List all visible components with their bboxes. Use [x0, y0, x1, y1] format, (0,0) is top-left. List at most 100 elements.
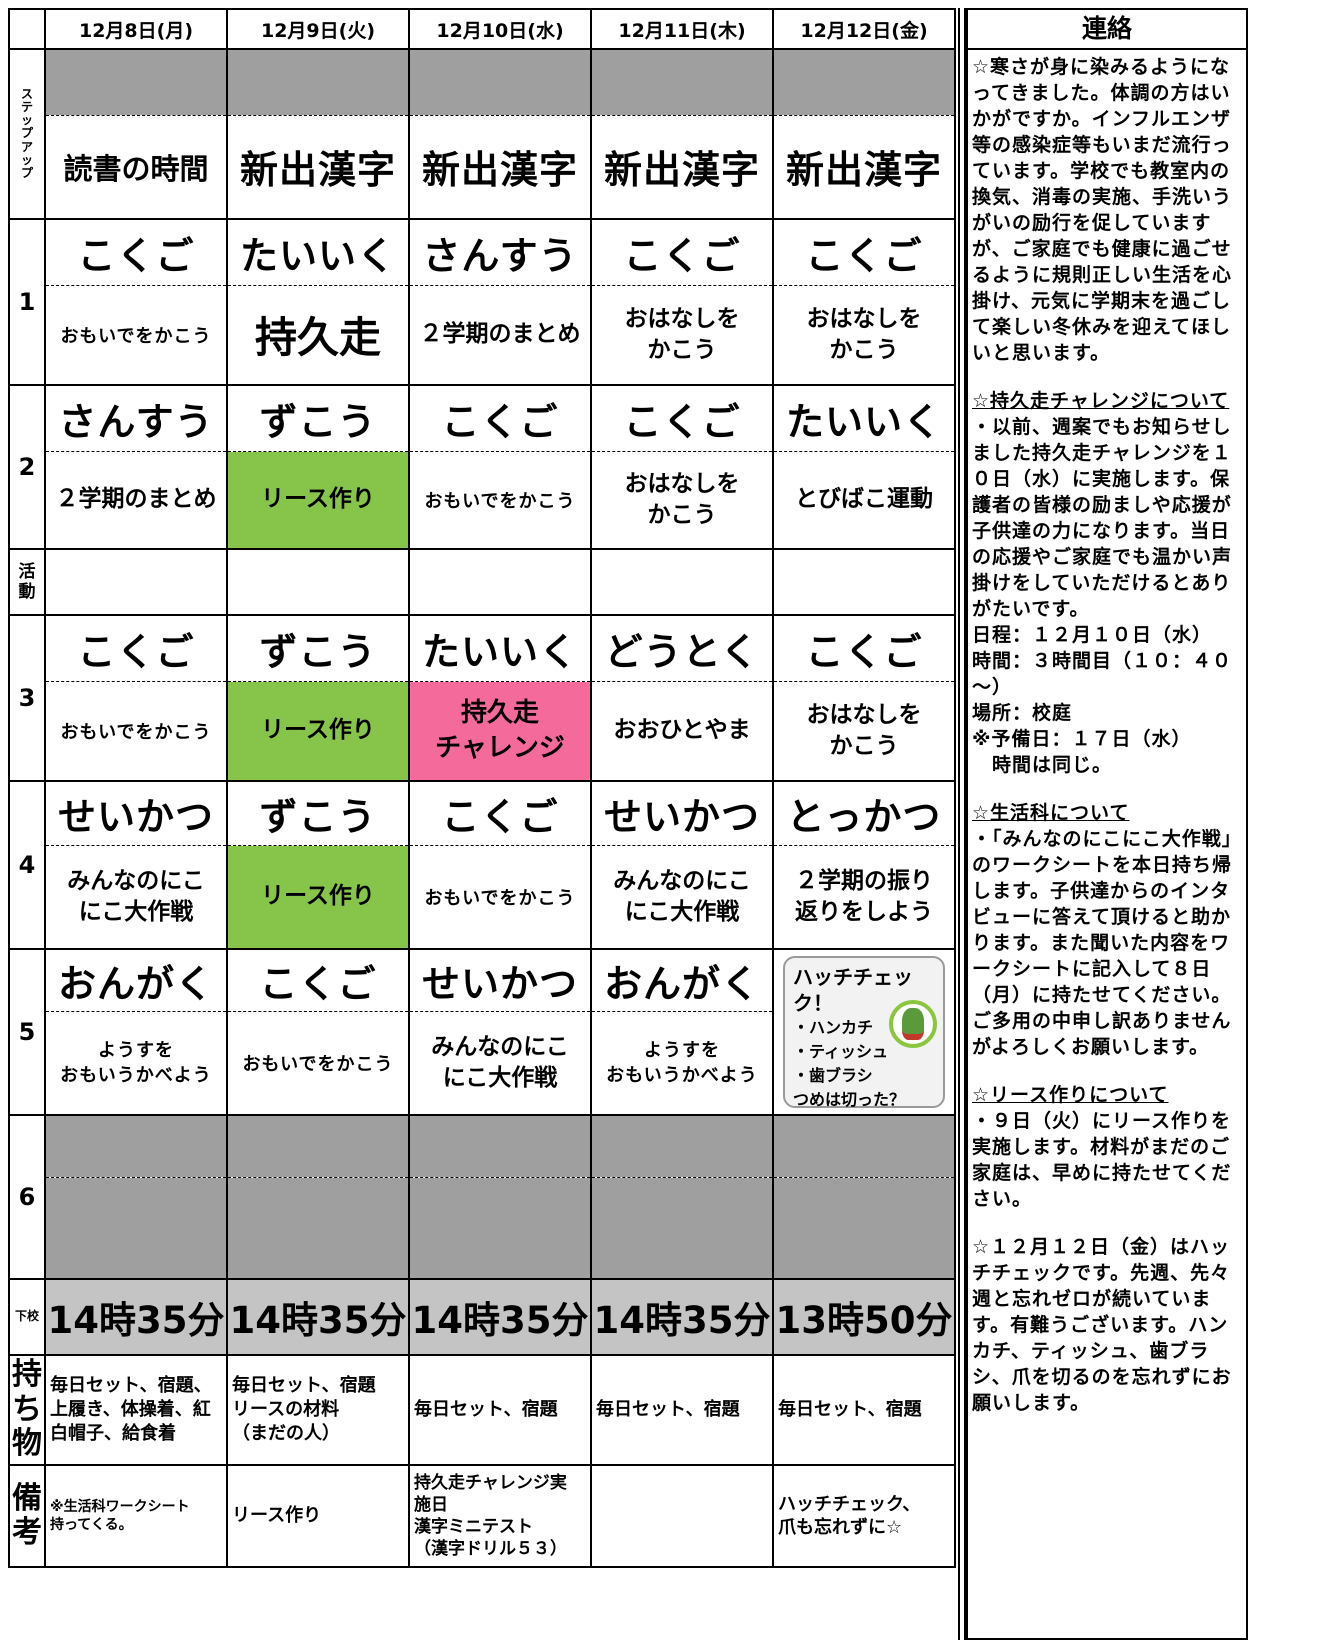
- items-tue: 毎日セット、宿題 リースの材料 （まだの人）: [226, 1354, 410, 1466]
- p6-gray-mon: [44, 1114, 228, 1178]
- items-thu: 毎日セット、宿題: [590, 1354, 774, 1466]
- activity-wed: [408, 548, 592, 616]
- row-label-period-6: 6: [8, 1114, 46, 1280]
- p2-subject-fri: たいいく: [772, 384, 956, 452]
- contact-body: ☆寒さが身に染みるようになってきました。体調の方はいかがですか。インフルエンザ等…: [968, 50, 1246, 1420]
- contact-panel: 連絡 ☆寒さが身に染みるようになってきました。体調の方はいかがですか。インフルエ…: [966, 8, 1248, 1640]
- p5-content-wed: みんなのにこ にこ大作戦: [408, 1010, 592, 1116]
- p5-content-tue: おもいでをかこう: [226, 1010, 410, 1116]
- p1-subject-wed: さんすう: [408, 218, 592, 286]
- p1-content-fri: おはなしを かこう: [772, 284, 956, 386]
- step-up-gray-fri: [772, 48, 956, 116]
- p6-gray-tue-2: [226, 1176, 410, 1280]
- p4-subject-wed: こくご: [408, 780, 592, 846]
- contact-section-title: ☆リース作りについて: [972, 1084, 1169, 1106]
- p2-content-mon: ２学期のまとめ: [44, 450, 228, 550]
- hatch-check-line: ・ティッシュ: [793, 1042, 889, 1061]
- row-label-period-5: 5: [8, 948, 46, 1116]
- p6-gray-thu: [590, 1114, 774, 1178]
- p1-subject-fri: こくご: [772, 218, 956, 286]
- corner-cell: [8, 8, 46, 50]
- row-label-period-4: 4: [8, 780, 46, 950]
- row-label-dismissal: 下校: [8, 1278, 46, 1356]
- p2-subject-wed: こくご: [408, 384, 592, 452]
- p3-content-thu: おおひとやま: [590, 680, 774, 782]
- p1-subject-thu: こくご: [590, 218, 774, 286]
- notes-tue: リース作り: [226, 1464, 410, 1568]
- p4-content-fri: ２学期の振り 返りをしよう: [772, 844, 956, 950]
- p6-gray-wed: [408, 1114, 592, 1178]
- contact-date: 日程：１２月１０日（水）: [972, 624, 1213, 646]
- hatch-check-card: ハッチチェック！ ・ハンカチ ・ティッシュ ・歯ブラシ つめは切った？: [783, 956, 945, 1109]
- dismissal-fri: 13時50分: [772, 1278, 956, 1356]
- row-label-items: 持ち物: [8, 1354, 46, 1466]
- p4-content-thu: みんなのにこ にこ大作戦: [590, 844, 774, 950]
- notes-mon: ※生活科ワークシート 持ってくる。: [44, 1464, 228, 1568]
- p3-subject-fri: こくご: [772, 614, 956, 682]
- p2-content-thu: おはなしを かこう: [590, 450, 774, 550]
- day-header-thu: 12月11日(木): [590, 8, 774, 50]
- contact-section-body: ・９日（火）にリース作りを実施します。材料がまだのご家庭は、早めに持たせてくださ…: [972, 1110, 1232, 1210]
- p6-gray-tue: [226, 1114, 410, 1178]
- double-divider: [958, 8, 966, 1640]
- p5-subject-wed: せいかつ: [408, 948, 592, 1012]
- p2-content-wed: おもいでをかこう: [408, 450, 592, 550]
- contact-reserve: ※予備日：１７日（水）: [972, 728, 1192, 750]
- p3-content-fri: おはなしを かこう: [772, 680, 956, 782]
- day-header-mon: 12月8日(月): [44, 8, 228, 50]
- activity-label-text: 活動: [18, 561, 36, 602]
- activity-thu: [590, 548, 774, 616]
- p2-content-fri: とびばこ運動: [772, 450, 956, 550]
- step-up-label-text: ステップアップ: [20, 86, 33, 180]
- activity-mon: [44, 548, 228, 616]
- hatch-check-line: ・ハンカチ: [793, 1018, 874, 1037]
- contact-section-body: ☆１２月１２日（金）はハッチチェックです。先週、先々週と忘れゼロが続いています。…: [972, 1236, 1232, 1414]
- p5-subject-tue: こくご: [226, 948, 410, 1012]
- row-label-activity: 活動: [8, 548, 46, 616]
- p6-gray-fri-2: [772, 1176, 956, 1280]
- p3-subject-mon: こくご: [44, 614, 228, 682]
- row-label-period-3: 3: [8, 614, 46, 782]
- contact-section-title: ☆生活科について: [972, 802, 1130, 824]
- p2-subject-thu: こくご: [590, 384, 774, 452]
- p6-gray-fri: [772, 1114, 956, 1178]
- p1-content-wed: ２学期のまとめ: [408, 284, 592, 386]
- p4-content-wed: おもいでをかこう: [408, 844, 592, 950]
- day-header-wed: 12月10日(水): [408, 8, 592, 50]
- p4-subject-mon: せいかつ: [44, 780, 228, 846]
- p6-gray-wed-2: [408, 1176, 592, 1280]
- notes-label-text: 備考: [12, 1480, 42, 1550]
- step-up-thu: 新出漢字: [590, 114, 774, 220]
- row-label-step-up: ステップアップ: [8, 48, 46, 220]
- p2-subject-tue: ずこう: [226, 384, 410, 452]
- p1-subject-mon: こくご: [44, 218, 228, 286]
- step-up-tue: 新出漢字: [226, 114, 410, 220]
- row-label-period-1: 1: [8, 218, 46, 386]
- contact-title: 連絡: [968, 10, 1246, 50]
- p4-subject-thu: せいかつ: [590, 780, 774, 846]
- p1-content-mon: おもいでをかこう: [44, 284, 228, 386]
- p3-content-mon: おもいでをかこう: [44, 680, 228, 782]
- contact-intro: ☆寒さが身に染みるようになってきました。体調の方はいかがですか。インフルエンザ等…: [972, 56, 1233, 364]
- p1-content-thu: おはなしを かこう: [590, 284, 774, 386]
- step-up-gray-mon: [44, 48, 228, 116]
- items-fri: 毎日セット、宿題: [772, 1354, 956, 1466]
- hatch-check-line: ・歯ブラシ: [793, 1066, 873, 1085]
- notes-fri: ハッチチェック、 爪も忘れずに☆: [772, 1464, 956, 1568]
- p6-gray-mon-2: [44, 1176, 228, 1280]
- p5-subject-mon: おんがく: [44, 948, 228, 1012]
- dismissal-tue: 14時35分: [226, 1278, 410, 1356]
- activity-tue: [226, 548, 410, 616]
- day-header-fri: 12月12日(金): [772, 8, 956, 50]
- p1-subject-tue: たいいく: [226, 218, 410, 286]
- hatch-check-title: ハッチチェック！: [793, 965, 913, 1015]
- p5-content-mon: ようすを おもいうかべよう: [44, 1010, 228, 1116]
- p3-subject-wed: たいいく: [408, 614, 592, 682]
- step-up-gray-thu: [590, 48, 774, 116]
- hatch-check-line: つめは切った？: [793, 1090, 906, 1109]
- p5-fri-hatch-check-cell: ハッチチェック！ ・ハンカチ ・ティッシュ ・歯ブラシ つめは切った？: [772, 948, 956, 1116]
- p3-subject-thu: どうとく: [590, 614, 774, 682]
- p3-content-wed: 持久走 チャレンジ: [408, 680, 592, 782]
- step-up-mon: 読書の時間: [44, 114, 228, 220]
